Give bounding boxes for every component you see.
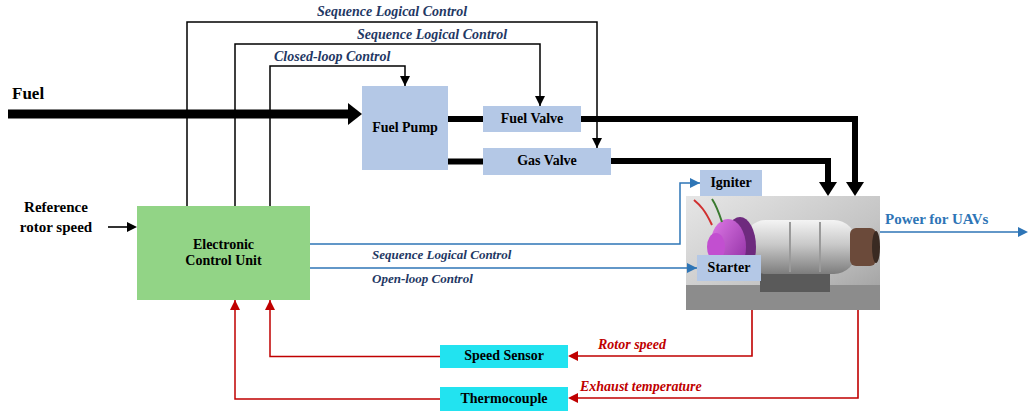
sensor-box: Speed Sensor [440, 345, 568, 368]
connector-label: Sequence Logical Control [317, 4, 467, 20]
signal-connector [310, 267, 697, 269]
signal-label: Rotor speed [598, 337, 666, 353]
fuel-line [448, 159, 483, 165]
fuel-feed-arrow [8, 103, 362, 125]
box-text: Starter [708, 260, 751, 276]
connector-label: Closed-loop Control [274, 49, 390, 65]
power-output-arrow [880, 227, 1028, 237]
valve-box: Gas Valve [483, 148, 611, 175]
connector-label: Sequence Logical Control [357, 27, 507, 43]
reference-arrow [108, 222, 137, 232]
box-text: Fuel Pump [372, 120, 438, 136]
pump-box: Fuel Pump [362, 86, 448, 170]
sensor-box: Thermocouple [440, 387, 568, 411]
input-label: Reference rotor speed [8, 197, 104, 237]
connector-label: Sequence Logical Control [372, 248, 511, 263]
signal-connector [187, 22, 597, 206]
box-text: Igniter [710, 175, 751, 191]
output-label: Power for UAVs [885, 211, 988, 228]
signal-connector [270, 300, 440, 357]
connector-label: Open-loop Control [372, 272, 473, 287]
signal-label: Exhaust temperature [580, 379, 702, 395]
box-text: Speed Sensor [464, 348, 544, 364]
box-text: Gas Valve [517, 153, 577, 169]
starter-box: Starter [697, 255, 761, 281]
signal-connector [235, 300, 440, 399]
signal-connector [310, 183, 700, 244]
igniter-box: Igniter [700, 170, 762, 196]
engine-photo [686, 196, 880, 310]
sensor-signal-lines [568, 310, 858, 403]
box-text: Fuel Valve [501, 111, 564, 127]
fuel-lines-to-engine [581, 119, 864, 196]
input-label: Fuel [12, 84, 44, 104]
box-text: Electronic Control Unit [174, 237, 274, 269]
box-text: Thermocouple [460, 391, 547, 407]
valve-box: Fuel Valve [483, 106, 581, 132]
fuel-line [448, 116, 483, 122]
control-unit-box: Electronic Control Unit [137, 206, 310, 300]
